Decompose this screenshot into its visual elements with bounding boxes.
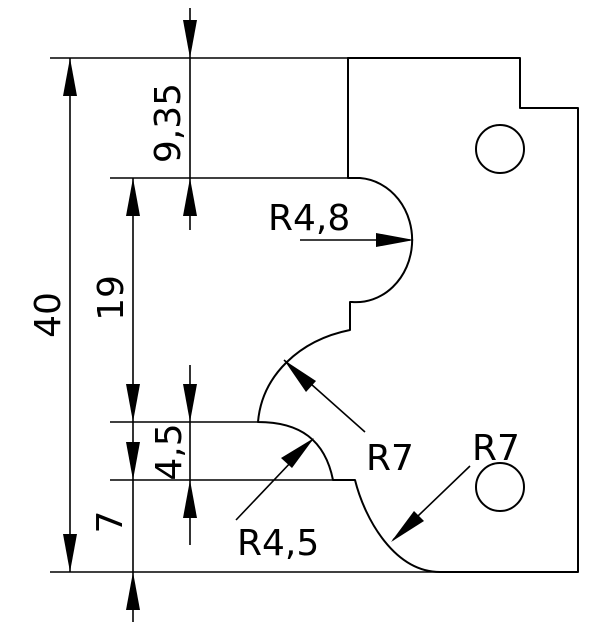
dimension-40: 40 xyxy=(28,58,77,572)
radius-r7-middle: R7 xyxy=(283,359,414,479)
dimension-40-label: 40 xyxy=(28,292,69,338)
part-outline xyxy=(257,57,579,573)
radius-r4-5: R4,5 xyxy=(235,438,319,564)
dimension-19-label: 19 xyxy=(91,275,132,321)
lower-hole xyxy=(475,462,525,512)
radius-r7-bottom: R7 xyxy=(391,428,520,542)
dimension-4-5-upper: 4,5 xyxy=(149,365,197,545)
dimension-4-5-label: 4,5 xyxy=(149,423,190,480)
radius-r4-8: R4,8 xyxy=(268,198,414,247)
radius-r4-8-label: R4,8 xyxy=(268,198,350,239)
dimension-7-label: 7 xyxy=(90,511,131,534)
dimension-7: 7 xyxy=(90,422,140,622)
dimension-9-35: 9,35 xyxy=(148,8,197,230)
dimension-19: 19 xyxy=(91,178,140,422)
dimension-9-35-label: 9,35 xyxy=(148,83,189,163)
upper-hole xyxy=(475,124,525,174)
radius-r7-middle-label: R7 xyxy=(366,438,414,479)
radius-r4-5-label: R4,5 xyxy=(237,523,319,564)
radius-r7-bottom-label: R7 xyxy=(472,428,520,469)
extension-lines xyxy=(50,57,440,573)
